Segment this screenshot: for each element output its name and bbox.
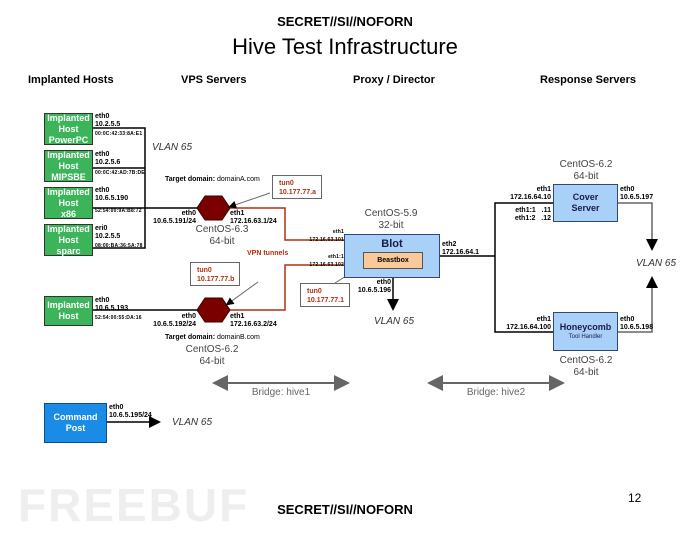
cover-label: Server	[571, 203, 600, 213]
classification-footer: SECRET//SI//NOFORN	[277, 502, 413, 517]
vlan-label-command: VLAN 65	[172, 417, 213, 428]
page-title: Hive Test Infrastructure	[232, 34, 458, 59]
implanted-host-sparc[interactable]: Implanted Host sparc	[44, 224, 93, 256]
honeycomb-vlan-line	[618, 276, 658, 333]
vps-b-target-domain: Target domain: domainB.com	[165, 334, 260, 341]
host-label: MIPSBE	[51, 171, 86, 182]
classification-header: SECRET//SI//NOFORN	[277, 14, 413, 29]
host-label: Implanted	[47, 149, 90, 160]
host-mac: 52:54:00:55:DA:16	[95, 315, 142, 321]
implanted-host-generic[interactable]: Implanted Host	[44, 296, 93, 326]
column-header-vps: VPS Servers	[181, 74, 247, 86]
command-post-label: Command	[53, 412, 98, 422]
implanted-host-mipsbe[interactable]: Implanted Host MIPSBE	[44, 150, 93, 182]
bridge-hive1-label: Bridge: hive1	[251, 387, 311, 398]
host-label: Host	[58, 160, 79, 171]
response-bus	[440, 202, 553, 333]
host-label: Implanted	[47, 300, 90, 310]
honeycomb-sublabel: Tool Handler	[568, 334, 603, 340]
blot-label: Blot	[381, 238, 403, 250]
column-header-implanted: Implanted Hosts	[28, 74, 114, 86]
host-label: Host	[58, 234, 79, 245]
honeycomb-label: Honeycomb	[559, 322, 612, 332]
host-mac: 00:0C:42:AD:7B:DE	[95, 170, 145, 176]
bridge-hive2-label: Bridge: hive2	[466, 387, 526, 398]
host-label: x86	[60, 208, 77, 219]
vlan-label-response: VLAN 65	[636, 258, 677, 269]
vps-b-hexagon	[196, 297, 231, 323]
cover-label: Cover	[572, 192, 599, 202]
command-post[interactable]: Command Post	[44, 403, 107, 443]
host-label: Host	[58, 197, 79, 208]
host-mac: 52:54:00:9A:B8:72	[95, 208, 142, 214]
tun-b-callout	[225, 281, 259, 306]
host-label: sparc	[56, 245, 81, 256]
host-label: Implanted	[47, 186, 90, 197]
host-label: Host	[58, 311, 79, 321]
implant-vlan-bus	[93, 127, 198, 311]
host-mac: 00:0C:42:33:8A:E1	[95, 131, 143, 137]
freebuf-watermark: FREEBUF	[18, 479, 250, 531]
vlan-label-blot: VLAN 65	[374, 316, 415, 327]
beastbox[interactable]: Beastbox	[363, 252, 423, 269]
tun-a-callout	[228, 192, 271, 209]
beastbox-label: Beastbox	[377, 257, 409, 264]
host-label: PowerPC	[48, 134, 89, 145]
host-label: Host	[58, 123, 79, 134]
vps-a-hexagon	[196, 195, 231, 221]
implanted-host-powerpc[interactable]: Implanted Host PowerPC	[44, 113, 93, 145]
host-label: Implanted	[47, 223, 90, 234]
column-header-response: Response Servers	[540, 74, 636, 86]
host-mac: 08:00:BA:36:5A:78	[95, 243, 143, 249]
vps-a-target-domain: Target domain: domainA.com	[165, 176, 260, 183]
honeycomb-server[interactable]: Honeycomb Tool Handler	[553, 312, 618, 351]
vpn-tunnels-label: VPN tunnels	[247, 250, 289, 257]
implanted-host-x86[interactable]: Implanted Host x86	[44, 187, 93, 219]
cover-server[interactable]: Cover Server	[553, 184, 618, 222]
cover-vlan-line	[618, 202, 658, 251]
command-post-label: Post	[65, 423, 86, 433]
column-header-proxy: Proxy / Director	[353, 74, 435, 86]
vlan-label-implants: VLAN 65	[152, 142, 193, 153]
host-label: Implanted	[47, 112, 90, 123]
page-number: 12	[628, 491, 642, 505]
